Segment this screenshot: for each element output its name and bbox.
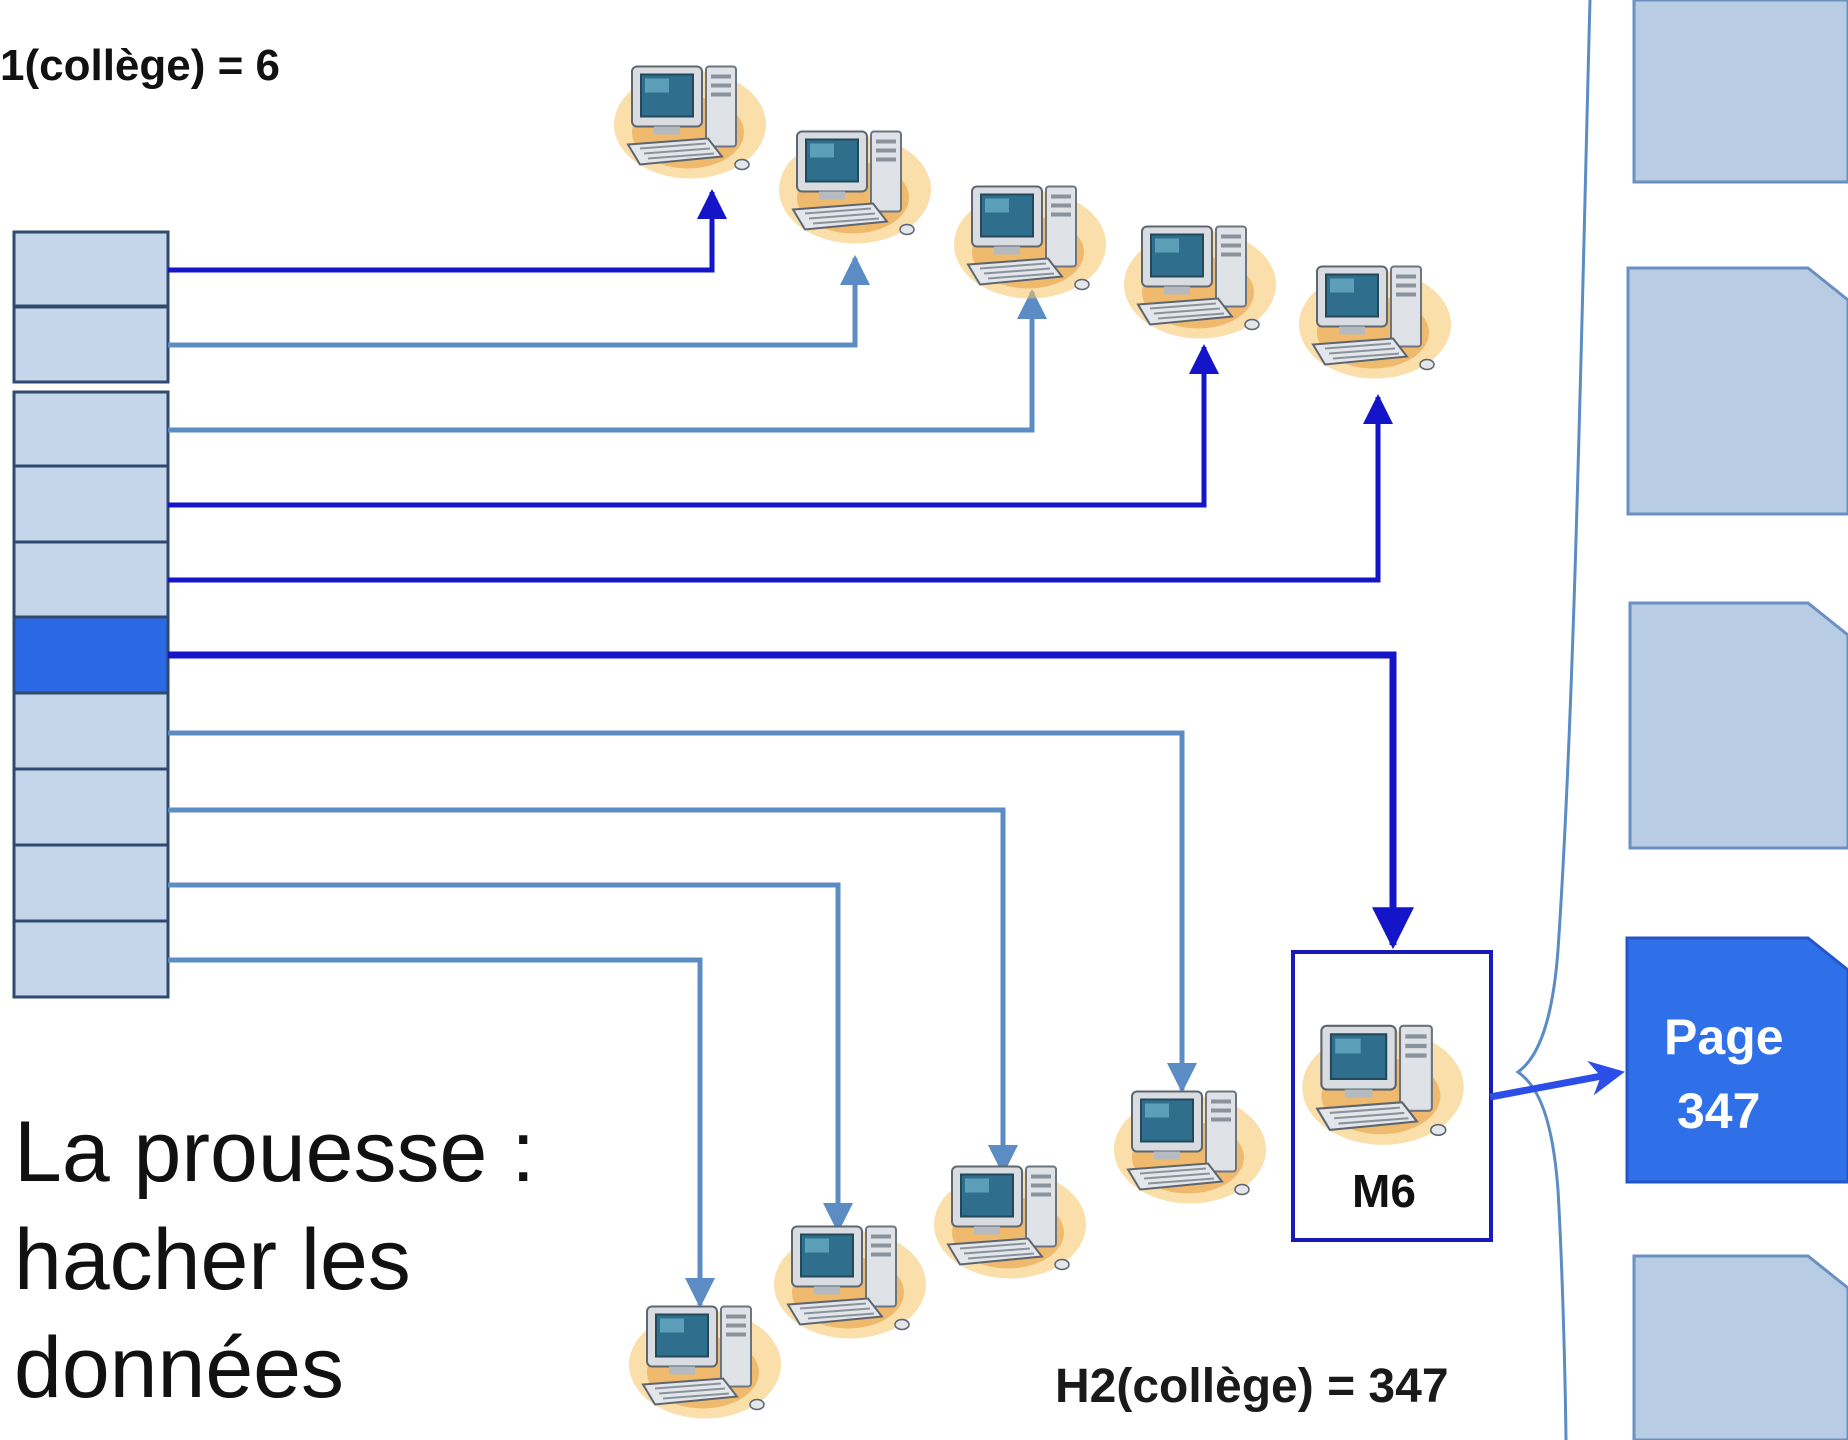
connector xyxy=(168,394,1393,583)
hash-cell xyxy=(12,390,170,468)
pages xyxy=(1625,0,1848,1440)
connector-highlighted xyxy=(168,651,1414,950)
computer-icon xyxy=(952,185,1108,300)
page xyxy=(1628,601,1848,850)
computer-icon xyxy=(1122,225,1278,340)
divider-curve xyxy=(1515,0,1592,1440)
page-arrow xyxy=(1489,1060,1625,1101)
hash-cell xyxy=(12,919,170,999)
connector xyxy=(168,189,727,273)
page-label-line1: Page xyxy=(1664,1009,1784,1065)
connectors xyxy=(168,189,1414,1308)
computer-icon xyxy=(777,130,933,245)
hash-cell xyxy=(12,540,170,619)
connector xyxy=(168,344,1219,508)
connector xyxy=(168,807,1018,1175)
caption-line: hacher les xyxy=(14,1212,411,1308)
hash-cell xyxy=(12,230,170,308)
hash-cell xyxy=(12,767,170,847)
hash-cell xyxy=(12,305,170,384)
hash-cell xyxy=(12,843,170,923)
caption-line: données xyxy=(14,1320,344,1416)
page-label-line2: 347 xyxy=(1677,1083,1760,1139)
computer-icon xyxy=(772,1225,928,1340)
computer-icon xyxy=(1297,265,1453,380)
page-highlighted xyxy=(1625,936,1848,1184)
computer-icon xyxy=(1301,1024,1465,1146)
page xyxy=(1626,266,1848,516)
hash-cell xyxy=(12,691,170,771)
connector xyxy=(168,730,1197,1093)
page xyxy=(1632,1254,1848,1440)
hash-table xyxy=(12,230,170,999)
caption: La prouesse : hacher les données xyxy=(14,1098,535,1422)
page xyxy=(1632,0,1848,184)
caption-line: La prouesse : xyxy=(14,1104,536,1200)
computer-icon xyxy=(627,1305,783,1420)
connector xyxy=(168,289,1047,433)
hash-cell xyxy=(12,464,170,544)
hash-cell-highlighted xyxy=(12,615,170,695)
connector xyxy=(168,882,853,1233)
connector xyxy=(168,255,870,348)
computer-icon xyxy=(612,65,768,180)
computer-icon xyxy=(1112,1090,1268,1205)
h2-label: H2(collège) = 347 xyxy=(1055,1360,1449,1413)
connector xyxy=(168,957,715,1308)
computer-icon xyxy=(932,1165,1088,1280)
machine-label: M6 xyxy=(1352,1165,1416,1217)
h1-label: 1(collège) = 6 xyxy=(0,41,280,90)
